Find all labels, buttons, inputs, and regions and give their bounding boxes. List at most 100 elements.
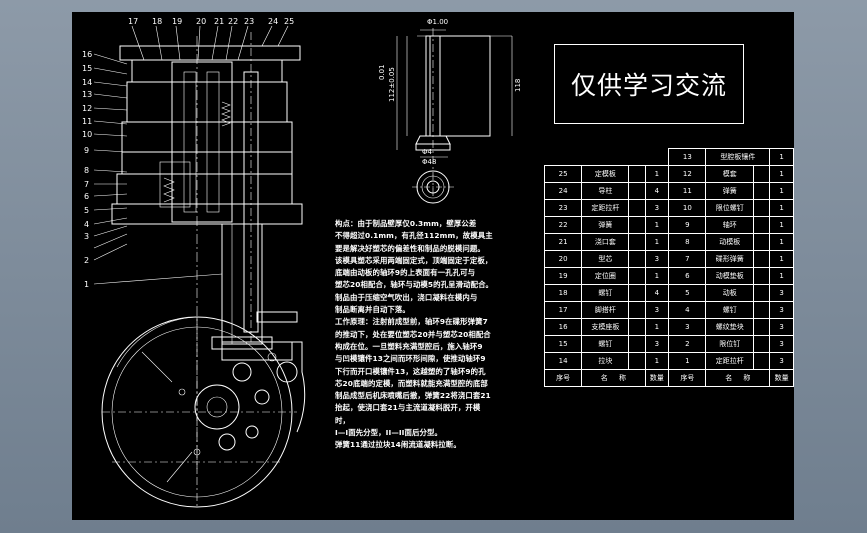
plan-view (101, 316, 306, 508)
callout-24: 24 (268, 17, 278, 26)
bom-cell (752, 318, 771, 336)
callout-22: 22 (228, 17, 238, 26)
bom-cell: 1 (644, 318, 670, 336)
note-line: 该模具塑芯采用两端固定式，顶端固定于定板， (335, 255, 493, 265)
note-line: I—I面先分型，II—II面后分型。 (335, 428, 442, 438)
bom-cell: 22 (543, 216, 583, 234)
dim-diameter-small: Φ1.00 (427, 18, 448, 26)
bom-cell: 24 (543, 182, 583, 200)
bom-cell: 9 (668, 216, 707, 234)
note-line: 工作原理：注射前成型前，轴环9在碟形弹簧7 (335, 317, 488, 327)
title-text: 仅供学习交流 (570, 71, 727, 100)
bom-cell: 定距拉杆 (581, 199, 630, 217)
bom-cell: 19 (543, 267, 583, 285)
bom-cell: 型芯 (581, 250, 630, 268)
callout-2: 2 (84, 256, 89, 265)
title-box: 仅供学习交流 (554, 44, 744, 124)
bom-cell: 1 (668, 352, 707, 370)
bom-cell: 3 (769, 335, 794, 353)
dim-height-left-2: 0.01 (378, 64, 386, 80)
bom-cell: 21 (543, 233, 583, 251)
note-line: 与凹模镶件13之间而环形间隙，使推动轴环9 (335, 354, 486, 364)
assembly-drawing: 17 18 19 20 21 22 23 24 25 16 15 14 13 1… (82, 17, 522, 508)
note-line: 的推动下，处在要位塑芯20并与塑芯20相配合 (335, 329, 491, 339)
callout-13: 13 (82, 90, 92, 99)
bom-cell: 3 (769, 301, 794, 319)
callout-18: 18 (152, 17, 162, 26)
bom-cell (752, 199, 771, 217)
bom-cell: 18 (543, 284, 583, 302)
bom-header-cell: 数量 (644, 369, 670, 387)
bom-cell (628, 216, 646, 234)
bom-cell (628, 199, 646, 217)
bom-cell: 7 (668, 250, 707, 268)
bom-cell: 螺钉 (581, 284, 630, 302)
bom-cell (628, 301, 646, 319)
callout-8: 8 (84, 166, 89, 175)
callout-23: 23 (244, 17, 254, 26)
bom-cell: 螺钉 (581, 335, 630, 353)
bom-cell: 1 (769, 216, 794, 234)
bom-cell: 1 (769, 165, 794, 183)
bom-cell: 4 (668, 301, 707, 319)
bom-row-top: 13 型腔板镶件 1 (545, 148, 794, 166)
note-line: 抬起，使浇口套21与主流道凝料脱开，开模时， (335, 403, 481, 425)
callout-6: 6 (84, 192, 89, 201)
callout-4: 4 (84, 220, 89, 229)
bom-cell: 轴环 (705, 216, 754, 234)
bom-cell: 4 (644, 182, 670, 200)
bom-header-row: 序号 名 称 数量 序号 名 称 数量 (543, 369, 794, 387)
bom-cell: 1 (769, 233, 794, 251)
bom-cell: 浇口套 (581, 233, 630, 251)
note-line: 构点：由于制品壁厚仅0.3mm，壁厚公差 (335, 219, 477, 228)
bom-cell: 碟形弹簧 (705, 250, 754, 268)
bom-cell: 动板 (705, 284, 754, 302)
note-line: 不得超过0.1mm，有孔径112mm，故模具主 (335, 231, 493, 241)
bom-cell (752, 335, 771, 353)
bom-cell (752, 284, 771, 302)
callout-15: 15 (82, 64, 92, 73)
note-line: 制品断离并自动下落。 (335, 305, 410, 315)
bom-cell: 16 (543, 318, 583, 336)
callout-21: 21 (214, 17, 224, 26)
drawing-sheet: 17 18 19 20 21 22 23 24 25 16 15 14 13 1… (72, 12, 794, 520)
section-view: 17 18 19 20 21 22 23 24 25 16 15 14 13 1… (82, 17, 303, 472)
bom-cell: 4 (644, 284, 670, 302)
bom-cell: 3 (668, 318, 707, 336)
bom-cell: 25 (543, 165, 583, 183)
bom-cell: 弹簧 (581, 216, 630, 234)
callout-19: 19 (172, 17, 182, 26)
bom-cell: 动模板 (705, 233, 754, 251)
bom-cell: 6 (668, 267, 707, 285)
bom-cell (628, 165, 646, 183)
callout-17: 17 (128, 17, 138, 26)
bom-cell: 拉块 (581, 352, 630, 370)
bom-cell (752, 182, 771, 200)
bom-header-cell: 名 称 (581, 369, 646, 387)
note-line: 要是解决好塑芯的偏差性和制品的脱模问题。 (335, 243, 485, 253)
bom-cell: 弹簧 (705, 182, 754, 200)
dim-bottom-2: Φ48 (422, 158, 436, 166)
bom-cell (628, 352, 646, 370)
bom-cell: 3 (644, 301, 670, 319)
bom-cell: 动模垫板 (705, 267, 754, 285)
bom-cell (752, 301, 771, 319)
bom-cell (752, 250, 771, 268)
bom-cell: 23 (543, 199, 583, 217)
bom-cell (628, 335, 646, 353)
bom-cell (752, 267, 771, 285)
bom-cell (628, 284, 646, 302)
callout-12: 12 (82, 104, 92, 113)
bom-cell: 1 (769, 148, 794, 166)
bom-cell (628, 250, 646, 268)
bom-cell: 螺钉 (705, 301, 754, 319)
